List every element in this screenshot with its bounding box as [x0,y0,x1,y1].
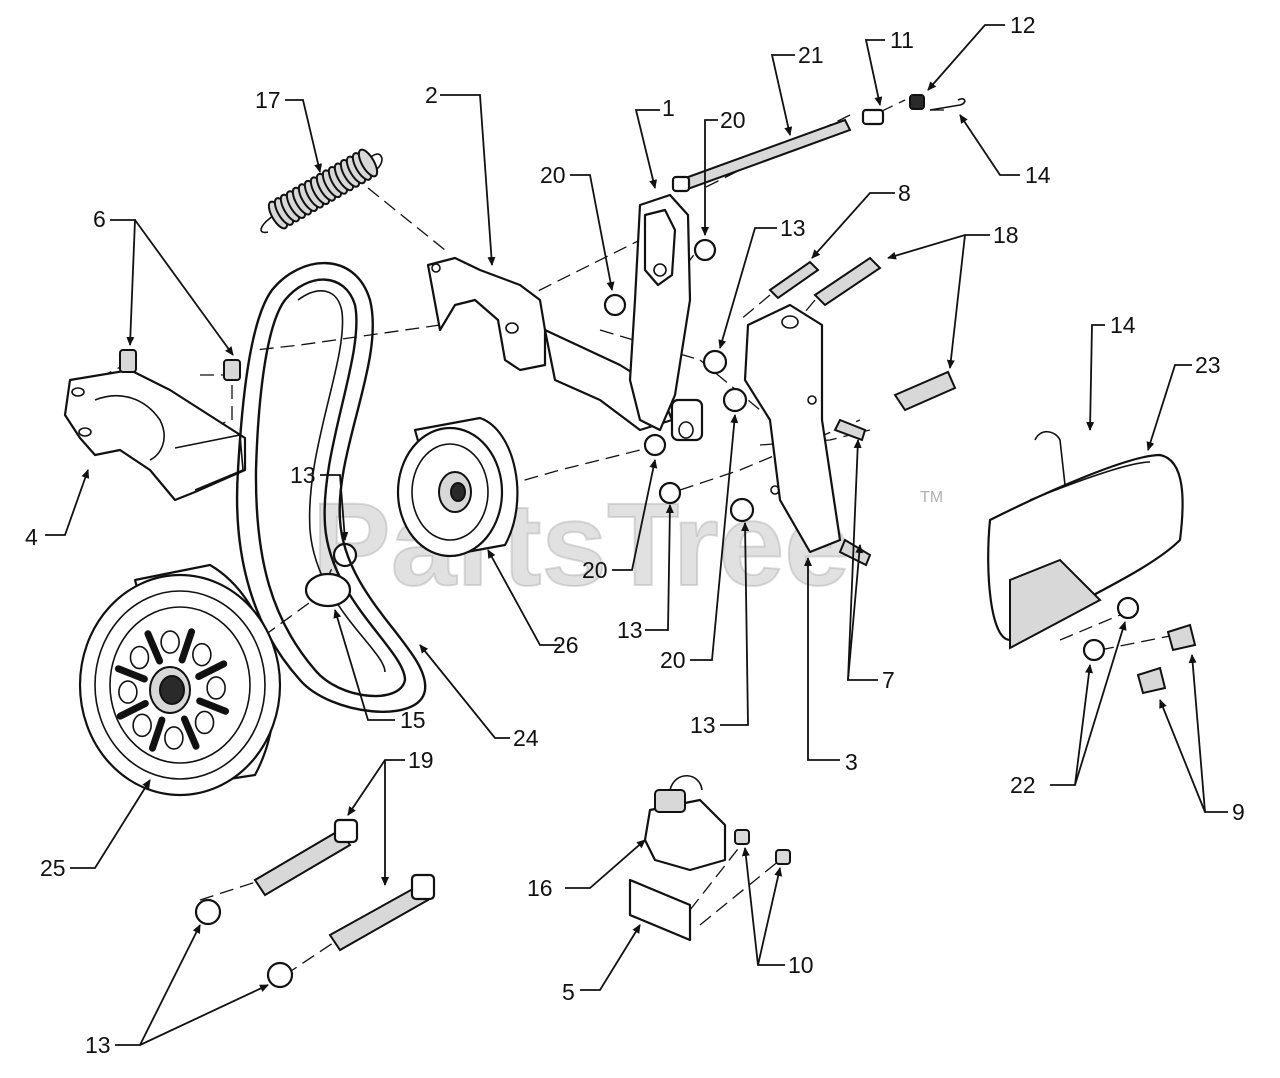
control-plate-part [628,193,704,442]
callout-13-bottom: 13 [85,1032,111,1058]
hardware-part [332,238,957,568]
callout-10: 10 [788,952,814,978]
blade-housing-part [987,430,1197,695]
watermark-text: PartsTree [312,479,850,611]
callout-19: 19 [408,747,434,773]
callout-20-middle: 20 [582,557,608,583]
drive-pulley-part [78,563,282,797]
callout-20-top-left: 20 [540,162,566,188]
callout-labels: 1 2 3 4 5 6 7 8 9 10 11 12 13 13 13 13 1… [25,12,1245,1058]
pulley-spoke [148,716,166,752]
callout-25: 25 [40,855,66,881]
callout-23: 23 [1195,352,1221,378]
callout-8: 8 [898,180,911,206]
pulley-hole [129,645,150,670]
spring-coil [357,148,379,178]
idler-pulley-part [396,416,519,558]
pulley-hole [132,713,152,738]
control-cable-part [671,94,966,193]
pulley-spoke [195,660,228,681]
shoulder-bolt-part [194,818,436,989]
callout-24: 24 [513,725,539,751]
callout-6: 6 [93,206,106,232]
leader-lines [45,24,1228,1046]
pulley-spoke [116,699,149,720]
pulley-hole [160,630,180,654]
callout-12: 12 [1010,12,1036,38]
pulley-spokes [114,628,230,752]
idler-arm-part [743,303,842,554]
callout-13-arm: 13 [780,215,806,241]
pulley-spoke [114,665,148,683]
callout-26: 26 [553,632,579,658]
callout-13-middle: 13 [617,617,643,643]
pulley-hole [192,642,212,667]
callout-21: 21 [798,42,824,68]
callout-14-right: 14 [1110,312,1136,338]
pulley-hole [118,680,138,704]
callout-13-lower: 13 [690,712,716,738]
callout-18: 18 [993,222,1019,248]
callout-2: 2 [425,82,438,108]
callout-20-lower: 20 [660,647,686,673]
callout-4: 4 [25,524,38,550]
pulley-spoke [178,628,196,664]
watermark-trademark: TM [920,489,943,506]
pto-clutch-part [628,774,791,942]
callout-7: 7 [882,667,895,693]
callout-5: 5 [562,979,575,1005]
callout-15: 15 [400,707,426,733]
callout-22: 22 [1010,772,1036,798]
callout-17: 17 [255,87,281,113]
pulley-hole [164,726,184,750]
pulley-spoke [180,715,200,750]
spring-part [260,148,383,234]
callout-13-pulley: 13 [290,462,316,488]
callout-20-top: 20 [720,107,746,133]
callout-3: 3 [845,749,858,775]
pulley-spoke [144,630,164,665]
pulley-hole [206,676,226,700]
pulley-hole [194,710,215,735]
callout-9: 9 [1232,799,1245,825]
retaining-ring-part [304,572,352,608]
callout-16: 16 [527,875,553,901]
drive-belt-part [235,261,427,713]
callout-11: 11 [890,27,914,53]
engine-bracket-part [63,349,247,502]
pulley-spoke [196,697,230,715]
callout-1: 1 [662,95,675,121]
callout-14-top: 14 [1025,162,1051,188]
